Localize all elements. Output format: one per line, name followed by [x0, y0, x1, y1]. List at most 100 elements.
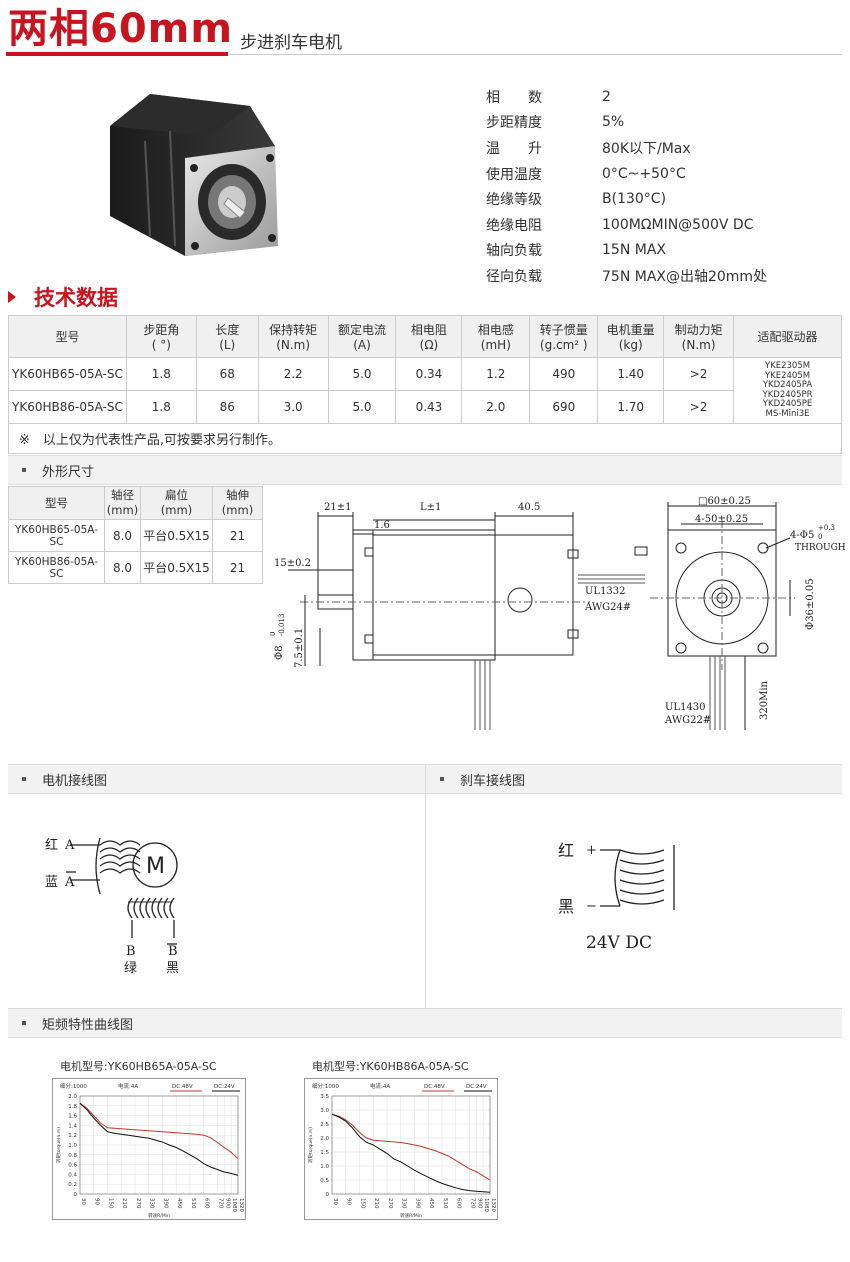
x-tick-label: 510 [190, 1198, 196, 1209]
legend-label: DC:48V [424, 1084, 445, 1090]
svg-text:红: 红 [45, 837, 58, 853]
svg-text:15±0.2: 15±0.2 [274, 558, 311, 569]
x-tick-label: 270 [135, 1198, 141, 1209]
x-tick-label: 90 [94, 1198, 100, 1205]
svg-text:B: B [126, 944, 136, 959]
svg-text:M: M [146, 854, 165, 879]
chart-frame [52, 1078, 246, 1220]
x-tick-label: 90 [346, 1198, 352, 1205]
x-tick-label: 510 [442, 1198, 448, 1209]
x-tick-label: 390 [162, 1198, 168, 1209]
x-tick-label: 210 [121, 1198, 127, 1209]
th-brake-torque: 制动力矩(N.m) [663, 315, 735, 358]
th-model: 型号 [8, 315, 127, 358]
th-driver: 适配驱动器 [733, 315, 842, 358]
svg-text:A: A [64, 838, 75, 853]
series-line [331, 1113, 491, 1193]
legend-label: 细分:1000 [312, 1082, 339, 1090]
x-axis-label: 转速R/Min [148, 1212, 170, 1219]
legend-label: 细分:1000 [60, 1082, 87, 1090]
legend-label: DC:24V [214, 1084, 235, 1090]
flange [352, 529, 374, 661]
triangle-bullet-icon [8, 291, 16, 303]
svg-text:L±1: L±1 [420, 502, 441, 513]
footnote: ※ 以上仅为代表性产品,可按要求另行制作。 [8, 424, 842, 454]
th-length: 长度(L) [195, 315, 259, 358]
svg-text:-0.013: -0.013 [278, 614, 286, 636]
x-tick-label: 1080 [483, 1198, 489, 1212]
legend-label: 电流:4A [118, 1082, 138, 1090]
legend-label: DC:48V [172, 1084, 193, 1090]
svg-text:0: 0 [818, 533, 822, 541]
th-motor-weight: 电机重量(kg) [597, 315, 665, 358]
y-tick-label: 1.0 [68, 1143, 77, 1149]
plot-area [79, 1095, 239, 1195]
th-model: 型号 [8, 486, 105, 520]
x-tick-label: 900 [476, 1198, 482, 1209]
svg-text:黑: 黑 [558, 897, 574, 916]
svg-text:+0.3: +0.3 [818, 524, 835, 532]
th-step-angle: 步距角( °) [125, 315, 197, 358]
y-tick-label: 1.4 [68, 1123, 77, 1129]
th-shaft-ext: 轴伸(mm) [212, 486, 263, 520]
x-tick-label: 720 [469, 1198, 475, 1209]
svg-text:21±1: 21±1 [324, 502, 351, 513]
x-tick-label: 900 [224, 1198, 230, 1209]
y-axis-label: 转矩torque(n.m) [307, 1127, 314, 1163]
th-shaft-dia: 轴径(mm) [104, 486, 141, 520]
svg-text:1.6: 1.6 [374, 520, 390, 531]
x-tick-label: 270 [387, 1198, 393, 1209]
chart1-title: 电机型号:YK60HB65A-05A-SC [60, 1060, 217, 1073]
brake-wiring-diagram: 红 + 黑 − 24V DC [558, 841, 675, 953]
svg-text:7.5±0.1: 7.5±0.1 [294, 628, 305, 668]
square-bullet-icon [22, 1021, 26, 1025]
y-tick-label: 0.5 [320, 1178, 329, 1184]
x-tick-label: 600 [456, 1198, 462, 1209]
section-band-curve: 矩频特性曲线图 [8, 1008, 842, 1038]
svg-text:+: + [586, 843, 597, 858]
motor-wiring-diagram: 红 A 蓝 A M B B 绿 黑 [45, 837, 179, 976]
svg-text:4-50±0.25: 4-50±0.25 [695, 514, 748, 525]
y-tick-label: 0 [326, 1192, 330, 1198]
x-tick-label: 30 [332, 1198, 338, 1205]
motor-symbol [132, 842, 178, 888]
svg-text:AWG24#: AWG24# [584, 602, 631, 613]
page-subtitle: 步进刹车电机 [240, 33, 342, 53]
x-tick-label: 720 [217, 1198, 223, 1209]
y-tick-label: 1.6 [68, 1114, 77, 1120]
svg-text:红: 红 [558, 841, 574, 860]
header-divider [230, 54, 842, 55]
chart2-title: 电机型号:YK60HB86A-05A-SC [312, 1060, 469, 1073]
x-tick-label: 150 [359, 1198, 365, 1209]
connector [634, 546, 648, 556]
x-axis-label: 转速R/Min [400, 1212, 422, 1219]
x-tick-label: 390 [414, 1198, 420, 1209]
square-bullet-icon [440, 777, 444, 781]
x-tick-label: 450 [176, 1198, 182, 1209]
y-tick-label: 0.8 [68, 1153, 77, 1159]
x-tick-label: 150 [107, 1198, 113, 1209]
y-tick-label: 3.5 [320, 1094, 329, 1100]
x-tick-label: 1080 [231, 1198, 237, 1212]
x-tick-label: 600 [204, 1198, 210, 1209]
series-line [79, 1102, 239, 1160]
svg-text:□60±0.25: □60±0.25 [698, 496, 751, 507]
dimension-drawing: 21±1 L±1 40.5 1.6 15±0.2 UL1332 AWG24# □… [270, 496, 846, 730]
tech-data-table: 型号 步距角( °) 长度(L) 保持转矩(N.m) 额定电流(A) 相电阻(Ω… [8, 315, 842, 424]
svg-text:A: A [64, 875, 75, 890]
th-phase-resistance: 相电阻(Ω) [395, 315, 463, 358]
x-tick-label: 30 [80, 1198, 86, 1205]
